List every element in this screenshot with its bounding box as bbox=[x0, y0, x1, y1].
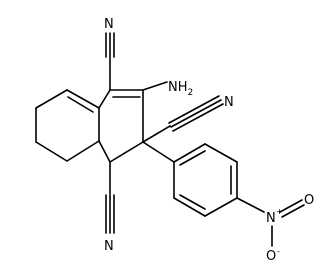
bond-c3-c4 bbox=[109, 141, 144, 163]
nitrile-bottom-n: N bbox=[104, 239, 114, 254]
bond-c2-nh2 bbox=[142, 81, 168, 91]
bond-c4-c4a bbox=[98, 140, 111, 163]
nitro-o-bottom: O bbox=[266, 249, 276, 264]
bond-cn-mid-triple-a bbox=[168, 95, 220, 124]
nitro-o-bottom-charge: - bbox=[277, 247, 280, 256]
bond-ph-inner-a bbox=[179, 150, 206, 166]
bond-c3-ph bbox=[142, 141, 175, 163]
bond-ph-1-2 bbox=[173, 143, 206, 163]
bond-c8a-c1 bbox=[98, 89, 111, 109]
bond-c8-c8a bbox=[35, 89, 68, 109]
bond-ph-nitro bbox=[236, 197, 265, 213]
bond-c5-c4a bbox=[66, 140, 100, 162]
nitrile-mid-n: N bbox=[224, 95, 234, 110]
bond-cn-mid-triple-b bbox=[170, 99, 222, 128]
bond-c6-c5 bbox=[35, 141, 68, 162]
nitro-n-text: N bbox=[266, 211, 276, 226]
bond-c8a-c8-double bbox=[66, 89, 100, 109]
bond-cn-mid-triple-c bbox=[172, 103, 224, 132]
bond-c3-cn-mid bbox=[142, 125, 171, 143]
bond-ph-5-6 bbox=[173, 197, 206, 217]
amino-group: NH2 bbox=[168, 80, 193, 98]
bond-nitro-o-right-a bbox=[279, 199, 303, 213]
bond-nitro-o-right-b bbox=[281, 204, 305, 218]
nitrile-top-n: N bbox=[104, 17, 114, 32]
nitro-n-charge: + bbox=[276, 207, 283, 216]
bond-c8a-c8-double-inner bbox=[67, 96, 94, 113]
bond-ph-inner-c bbox=[179, 194, 206, 210]
nitro-o-right: O bbox=[304, 193, 314, 208]
bond-ph-2-3 bbox=[204, 143, 238, 163]
bond-ph-4-5 bbox=[204, 197, 238, 217]
